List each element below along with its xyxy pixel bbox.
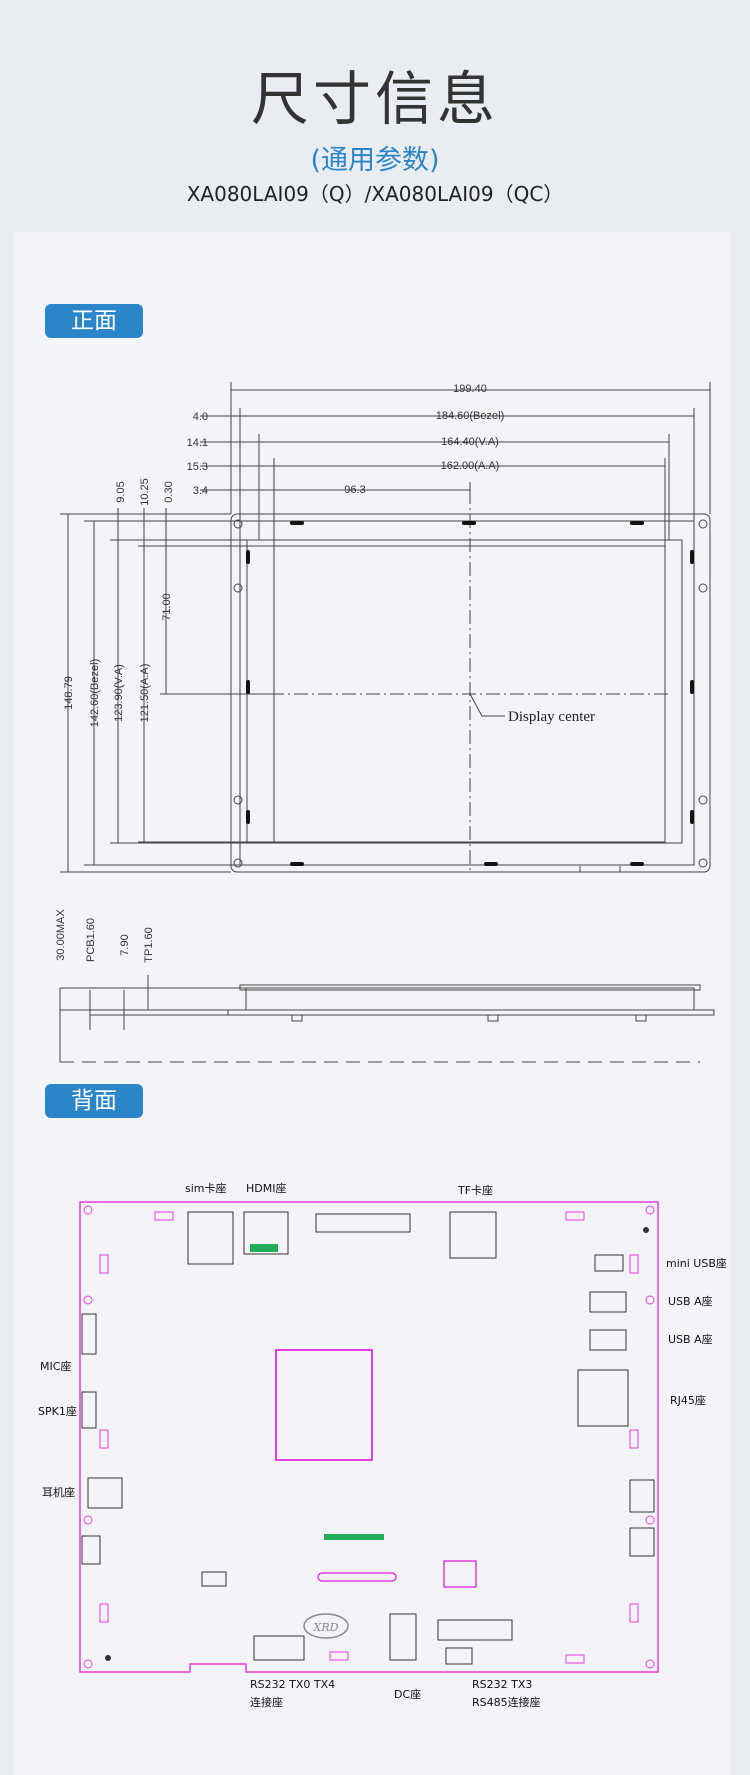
usb-a1-shape: [589, 1291, 627, 1313]
dim-aa-width: 162.00(A.A): [441, 460, 500, 472]
label-usb-a1: USB A座: [668, 1294, 713, 1308]
label-rs232-line1: RS232 TX0 TX4: [250, 1678, 335, 1691]
dim-offset-aa: 15.3: [187, 461, 208, 473]
label-sim: sim卡座: [185, 1181, 227, 1195]
dim-pcb-thickness: PCB1.60: [85, 918, 97, 962]
label-hdmi: HDMI座: [246, 1181, 286, 1195]
label-spk: SPK1座: [38, 1404, 77, 1418]
label-mini-usb: mini USB座: [666, 1256, 727, 1270]
dim-overall-width: 199.40: [453, 383, 487, 395]
label-rj45: RJ45座: [670, 1393, 706, 1407]
dim-va-width: 164.40(V.A): [441, 436, 499, 448]
model-number: XA080LAI09（Q）/XA080LAI09（QC）: [186, 182, 564, 206]
dc-jack-shape: [389, 1613, 417, 1661]
label-rs232-line2: 连接座: [250, 1695, 283, 1709]
page-title: 尺寸信息: [250, 65, 499, 133]
dim-top-bezel: 9.05: [115, 481, 127, 502]
rs485-terminal-shape: [437, 1619, 513, 1641]
label-tf: TF卡座: [457, 1183, 493, 1197]
sim-slot-shape: [187, 1211, 234, 1265]
label-dc: DC座: [394, 1687, 421, 1701]
dim-max-thickness: 30.00MAX: [55, 909, 67, 961]
usb-a2-shape: [589, 1329, 627, 1351]
dim-offset-hole: 3.4: [193, 485, 208, 497]
ic-small: [443, 1560, 477, 1588]
dim-aa-height: 121.50(A.A): [139, 664, 151, 723]
back-badge: 背面: [45, 1084, 143, 1118]
dim-bezel-width: 184.60(Bezel): [436, 410, 505, 422]
dim-center-offset-x: 96.3: [344, 484, 365, 496]
dim-gap: 7.90: [119, 934, 131, 955]
dim-offset-bezel: 4.0: [193, 411, 208, 423]
dim-overall-height: 148.79: [63, 676, 75, 710]
dim-top-aa: 0.30: [163, 481, 175, 502]
soc-chip: [275, 1349, 373, 1461]
dim-offset-va: 14.1: [187, 437, 208, 449]
dim-bezel-height: 142.60(Bezel): [89, 659, 101, 728]
label-earphone: 耳机座: [42, 1485, 75, 1499]
content-panel: [14, 232, 730, 1775]
dim-tp-thickness: TP1.60: [143, 927, 155, 962]
display-center-label: Display center: [508, 709, 595, 725]
dim-top-va: 10.25: [139, 478, 151, 506]
earphone-shape: [87, 1477, 123, 1509]
pcb-outline: [79, 1201, 659, 1673]
fpc-connector: [315, 1213, 411, 1233]
label-usb-a2: USB A座: [668, 1332, 713, 1346]
dim-va-height: 123.90(V.A): [113, 664, 125, 722]
label-mic: MIC座: [40, 1359, 71, 1373]
dim-center-offset-y: 71.00: [161, 593, 173, 621]
front-badge: 正面: [45, 304, 143, 338]
xrd-logo: XRD: [313, 1621, 339, 1634]
slot: [317, 1572, 397, 1582]
tf-slot-shape: [449, 1211, 497, 1259]
label-rs485-line1: RS232 TX3: [472, 1678, 532, 1691]
page-subtitle: (通用参数): [310, 145, 440, 176]
hdmi-port-shape: [243, 1211, 289, 1255]
rj45-shape: [577, 1369, 629, 1427]
label-rs485-line2: RS485连接座: [472, 1695, 541, 1709]
mini-usb-shape: [594, 1254, 624, 1272]
